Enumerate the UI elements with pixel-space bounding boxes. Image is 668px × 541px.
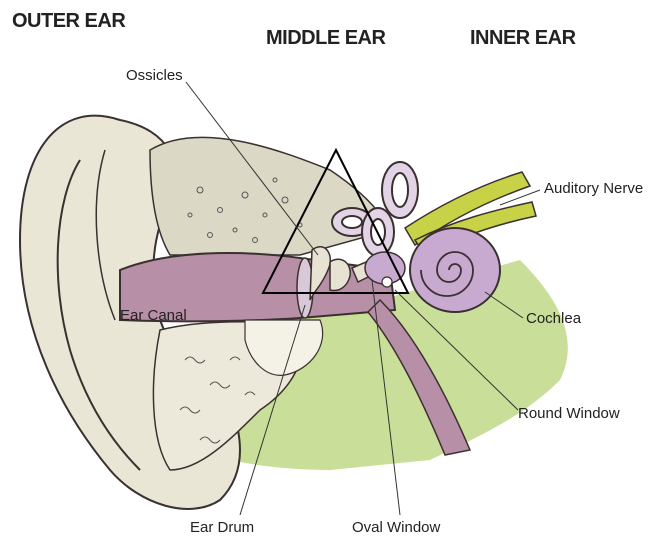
label-ear-canal: Ear Canal	[120, 307, 187, 324]
upper-bone-tissue	[150, 137, 390, 255]
label-ear-drum: Ear Drum	[190, 519, 254, 536]
label-auditory-nerve: Auditory Nerve	[544, 180, 643, 197]
header-middle-ear: MIDDLE EAR	[266, 27, 387, 49]
header-inner-ear: INNER EAR	[470, 27, 577, 49]
label-round-window: Round Window	[518, 405, 620, 422]
header-outer-ear: OUTER EAR	[12, 10, 126, 32]
label-oval-window: Oval Window	[352, 519, 441, 536]
round-window	[382, 277, 392, 287]
label-cochlea: Cochlea	[526, 310, 582, 327]
label-ossicles: Ossicles	[126, 67, 183, 84]
cochlea-shape	[410, 228, 500, 312]
